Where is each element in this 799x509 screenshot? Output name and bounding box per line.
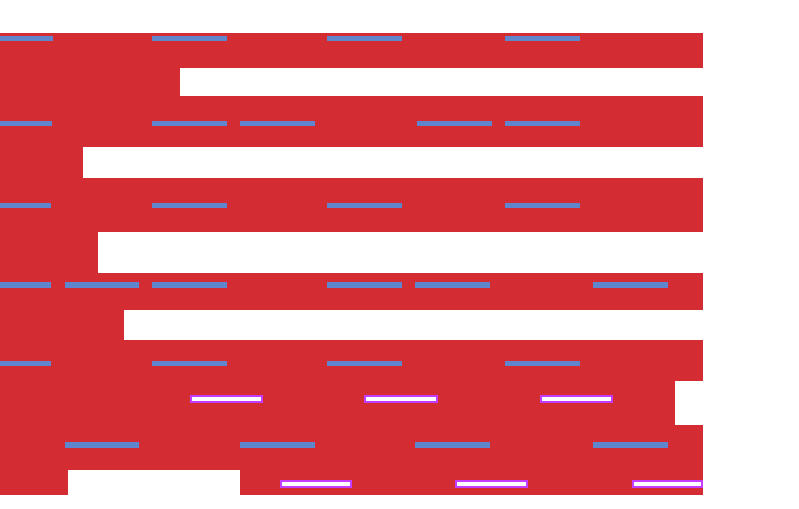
token-highlight-r1-c2	[152, 36, 227, 41]
token-highlight-r2-c5	[505, 121, 580, 126]
token-highlight-r6-c3	[415, 442, 490, 448]
token-highlight-r4-c5	[415, 282, 490, 288]
token-highlight-r5-c4	[505, 361, 580, 366]
token-highlight-r2-c2	[152, 121, 227, 126]
link-highlight-r2-c1[interactable]	[280, 480, 352, 488]
paragraph-mask-4-left-tail	[0, 310, 124, 340]
token-highlight-r4-c1	[0, 282, 51, 288]
token-highlight-r2-c1	[0, 121, 52, 126]
token-highlight-r5-c3	[327, 361, 402, 366]
token-highlight-r5-c1	[0, 361, 51, 366]
link-highlight-r1-c2[interactable]	[364, 395, 438, 403]
token-highlight-r1-c3	[327, 36, 402, 41]
paragraph-mask-4	[0, 273, 703, 310]
link-highlight-r2-c3[interactable]	[632, 480, 703, 488]
notch-cut-bottom-left	[68, 470, 240, 495]
paragraph-mask-1-left-tail	[0, 68, 180, 96]
token-highlight-r3-c2	[152, 203, 227, 208]
token-highlight-r3-c1	[0, 203, 51, 208]
token-highlight-r4-c6	[593, 282, 668, 288]
paragraph-mask-2-left-tail	[0, 147, 83, 178]
token-highlight-r2-c3	[240, 121, 315, 126]
token-highlight-r1-c4	[505, 36, 580, 41]
paragraph-mask-3-left-tail	[0, 232, 98, 273]
link-highlight-r2-c2[interactable]	[455, 480, 528, 488]
link-highlight-r1-c1[interactable]	[190, 395, 263, 403]
token-highlight-r1-c1	[0, 36, 53, 41]
link-highlight-r1-c3[interactable]	[540, 395, 613, 403]
token-highlight-r6-c4	[593, 442, 668, 448]
token-highlight-r2-c4	[417, 121, 492, 126]
token-highlight-r6-c2	[240, 442, 315, 448]
token-highlight-r3-c4	[505, 203, 580, 208]
token-highlight-r5-c2	[152, 361, 227, 366]
token-highlight-r4-c4	[327, 282, 402, 288]
token-highlight-r3-c3	[327, 203, 402, 208]
paragraph-mask-2	[0, 96, 703, 147]
token-highlight-r6-c1	[65, 442, 139, 448]
token-highlight-r4-c2	[65, 282, 139, 288]
token-highlight-r4-c3	[152, 282, 227, 288]
notch-cut-right	[675, 381, 703, 425]
